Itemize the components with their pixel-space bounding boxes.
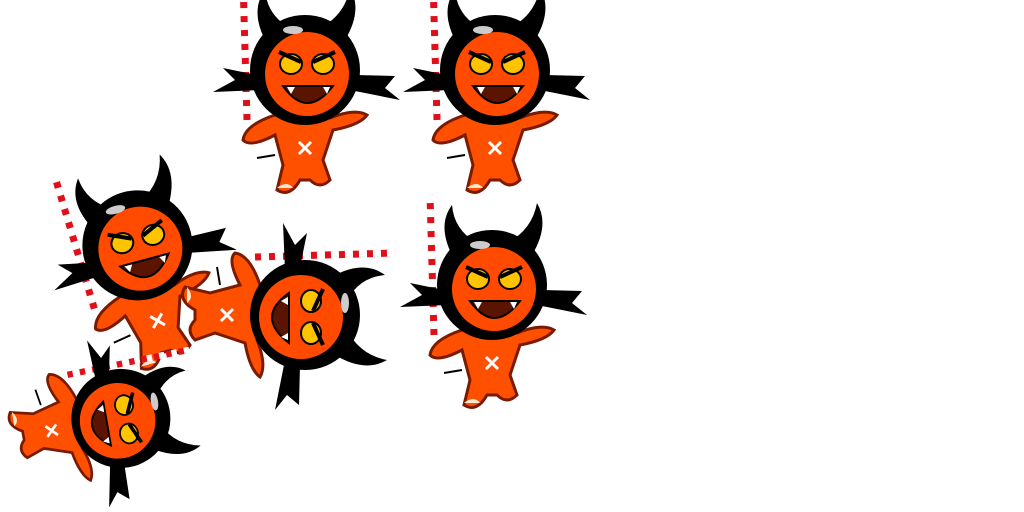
devil-sprite-idle-1 <box>213 0 400 192</box>
devil-sprite-knocked-down <box>0 323 215 512</box>
devil-sprite-idle-2 <box>403 0 590 192</box>
devil-sprite-idle-3 <box>400 195 587 407</box>
devil-sprite-wink <box>25 134 261 388</box>
